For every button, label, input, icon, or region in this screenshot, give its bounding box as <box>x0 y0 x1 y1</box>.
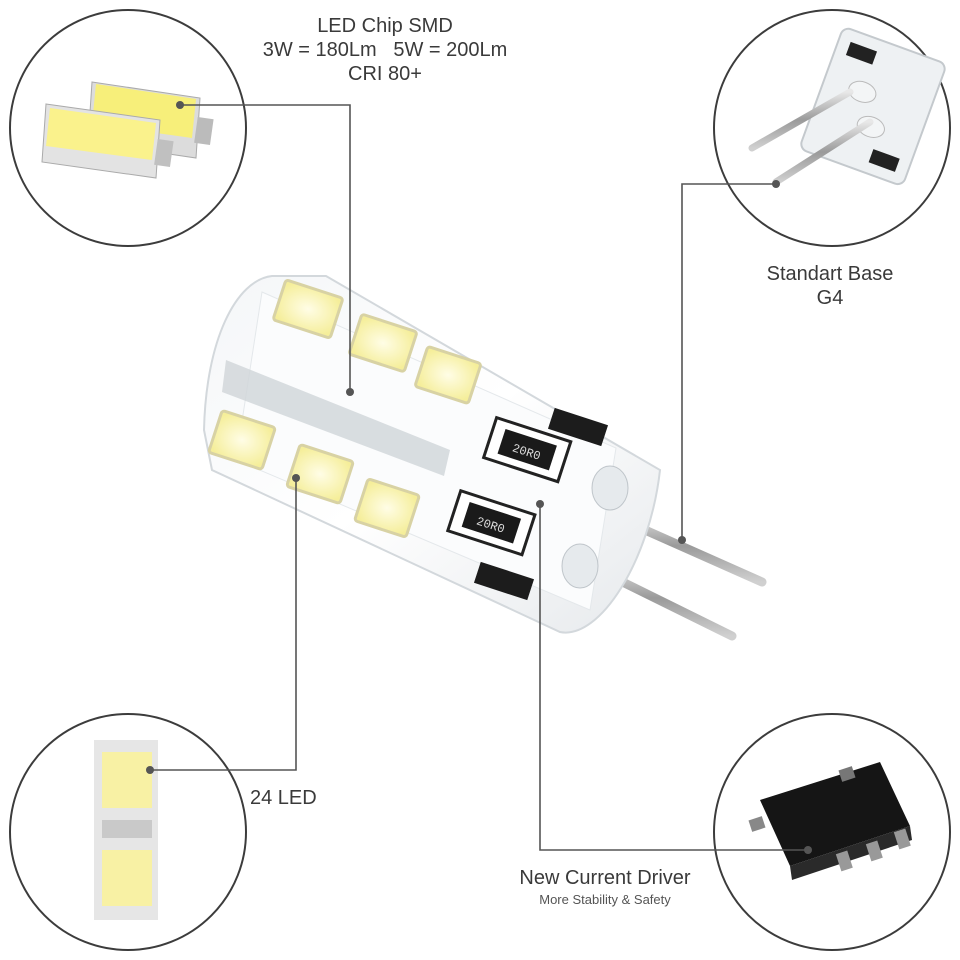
driver-subtitle: More Stability & Safety <box>539 892 671 907</box>
led-chip-label: LED Chip SMD 3W = 180Lm 5W = 200Lm CRI 8… <box>200 14 570 86</box>
g4-bulb: 20R0 20R0 <box>202 275 767 641</box>
led-chip-cri: CRI 80+ <box>348 63 422 85</box>
resistor-bottom: 20R0 <box>445 488 537 557</box>
leader-line-base <box>681 183 776 540</box>
circle-led-strip <box>9 713 247 951</box>
leader-line-chip <box>180 104 351 392</box>
smd-chip-front <box>41 103 174 179</box>
circle-current-driver <box>713 713 951 951</box>
base-label: Standart Base G4 <box>740 262 920 310</box>
circle-led-chip <box>9 9 247 247</box>
circle-g4-base <box>713 9 951 247</box>
led-chip-lumens: 3W = 180Lm 5W = 200Lm <box>262 39 508 61</box>
driver-title: New Current Driver <box>519 867 691 889</box>
led-square-bottom <box>102 850 152 906</box>
resistor-top: 20R0 <box>481 415 573 484</box>
led-square-top <box>102 752 152 808</box>
leader-line-led <box>150 478 297 771</box>
leader-line-driver <box>539 504 808 851</box>
base-type: G4 <box>816 287 844 309</box>
led-chip-title: LED Chip SMD <box>317 15 453 37</box>
led-count-label: 24 LED <box>250 787 317 809</box>
base-title: Standart Base <box>766 263 894 285</box>
